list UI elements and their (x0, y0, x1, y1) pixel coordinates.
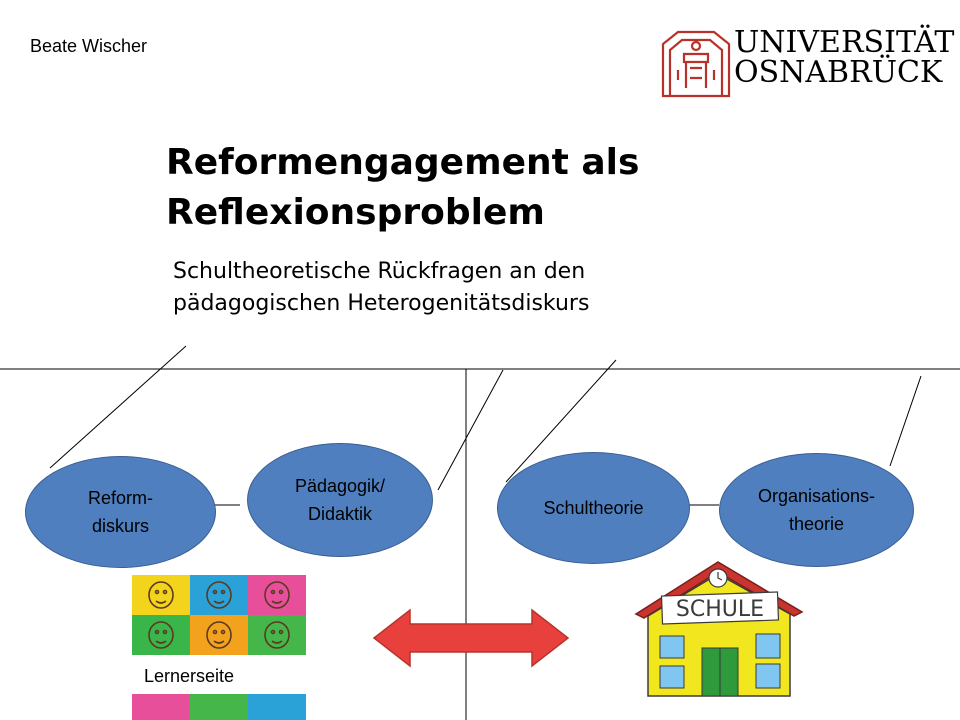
author-name: Beate Wischer (30, 36, 148, 56)
node-organisationstheorie: Organisations- theorie (719, 453, 914, 567)
node-schultheorie: Schultheorie (497, 452, 690, 564)
connector-reformdiskurs (49, 345, 187, 469)
subtitle-line-2: pädagogischen Heterogenitätsdiskurs (173, 291, 590, 316)
node-label: diskurs (91, 516, 149, 536)
logo-line-2: OSNABRÜCK (734, 55, 943, 90)
child-face-tile (190, 694, 248, 720)
learner-children-image-bottom (132, 694, 306, 720)
page-title: Reformengagement als Reflexionsproblem (166, 138, 866, 238)
double-arrow-icon (372, 608, 570, 668)
university-logo: UNIVERSITÄT OSNABRÜCK (660, 24, 954, 98)
logo-line-1: UNIVERSITÄT (734, 25, 955, 60)
node-label: Organisations- (757, 486, 876, 506)
connector-paedagogik (437, 369, 504, 491)
node-reformdiskurs: Reform- diskurs (25, 456, 216, 568)
children-faces-drawing (148, 581, 290, 649)
subtitle-line-1: Schultheoretische Rückfragen an den (173, 259, 586, 284)
node-label: theorie (788, 514, 845, 534)
node-label: Schultheorie (543, 498, 644, 518)
page-subtitle: Schultheoretische Rückfragen an den päda… (173, 256, 873, 320)
node-label: Didaktik (307, 504, 372, 524)
node-label: Reform- (87, 488, 153, 508)
logo-wordmark: UNIVERSITÄT OSNABRÜCK (734, 28, 954, 88)
title-line-2: Reflexionsproblem (166, 192, 545, 233)
child-face-tile (132, 694, 190, 720)
child-face-tile (248, 694, 306, 720)
school-sign-text: SCHULE (676, 597, 764, 622)
node-paedagogik-didaktik: Pädagogik/ Didaktik (247, 443, 433, 557)
learner-caption: Lernerseite (144, 666, 235, 686)
university-seal-icon (661, 30, 731, 98)
connector-schultheorie (505, 359, 617, 483)
connector-organisationstheorie (889, 375, 922, 467)
node-label: Pädagogik/ (294, 476, 386, 496)
title-line-1: Reformengagement als (166, 142, 640, 183)
school-house-icon: SCHULE (634, 561, 804, 697)
